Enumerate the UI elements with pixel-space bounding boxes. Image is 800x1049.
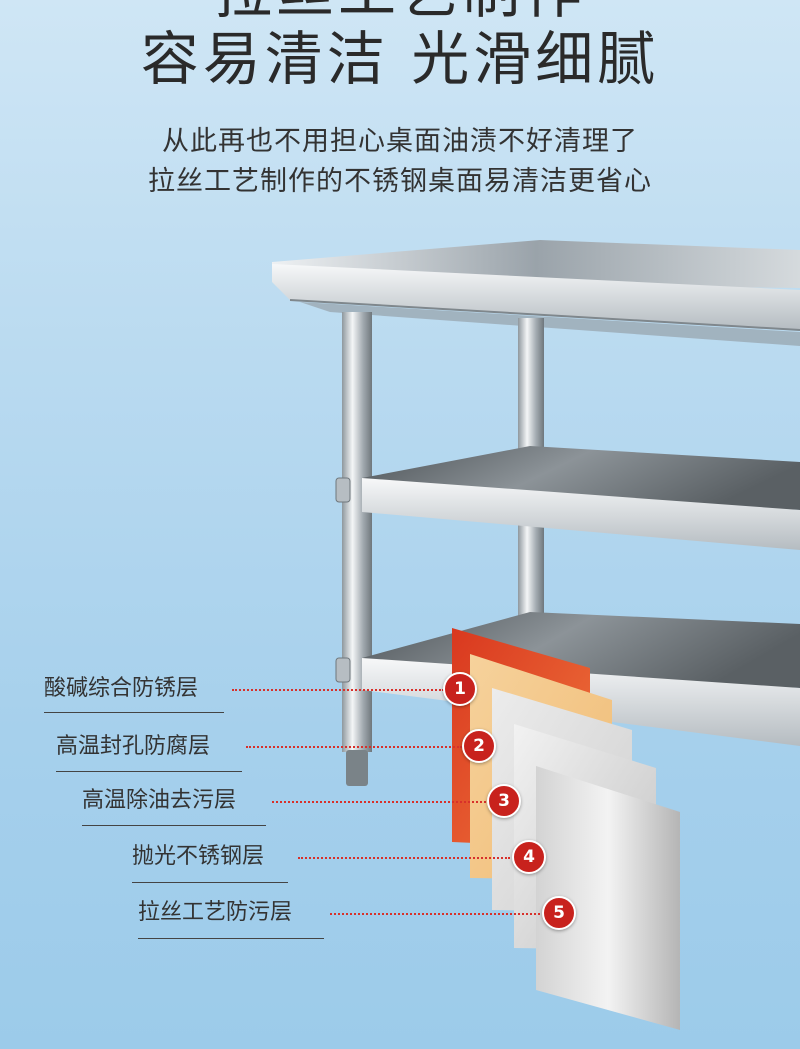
- layer-badge-4: 4: [512, 840, 546, 874]
- layer-label-3: 高温除油去污层: [82, 788, 237, 813]
- layer-underline-1: [44, 712, 224, 713]
- layer-leader-1: [232, 689, 444, 691]
- leg-foot: [346, 750, 368, 786]
- layer-underline-2: [56, 771, 242, 772]
- layer-leader-2: [246, 746, 462, 748]
- layer-badge-3: 3: [487, 784, 521, 818]
- layer-label-4: 抛光不锈钢层: [132, 844, 265, 869]
- layer-leader-5: [330, 913, 540, 915]
- subtitle-line-2: 拉丝工艺制作的不锈钢桌面易清洁更省心: [148, 166, 652, 197]
- layer-badge-2: 2: [462, 729, 496, 763]
- layer-label-1: 酸碱综合防锈层: [44, 676, 199, 701]
- layer-underline-4: [132, 882, 288, 883]
- layer-label-2: 高温封孔防腐层: [56, 734, 211, 759]
- middle-shelf-edge: [362, 478, 800, 550]
- subtitle-line-1: 从此再也不用担心桌面油渍不好清理了: [162, 126, 638, 157]
- layer-plate-5: [536, 766, 680, 1030]
- layer-underline-3: [82, 825, 266, 826]
- table-top-edge: [272, 264, 800, 330]
- layer-badge-5: 5: [542, 896, 576, 930]
- layer-label-5: 拉丝工艺防污层: [138, 900, 293, 925]
- heading-cut-line: 拉丝工艺制作: [0, 0, 800, 24]
- layer-leader-4: [298, 857, 510, 859]
- layer-leader-3: [272, 801, 486, 803]
- page-title: 容易清洁 光滑细腻: [140, 25, 660, 93]
- layer-badge-1: 1: [443, 672, 477, 706]
- layer-underline-5: [138, 938, 324, 939]
